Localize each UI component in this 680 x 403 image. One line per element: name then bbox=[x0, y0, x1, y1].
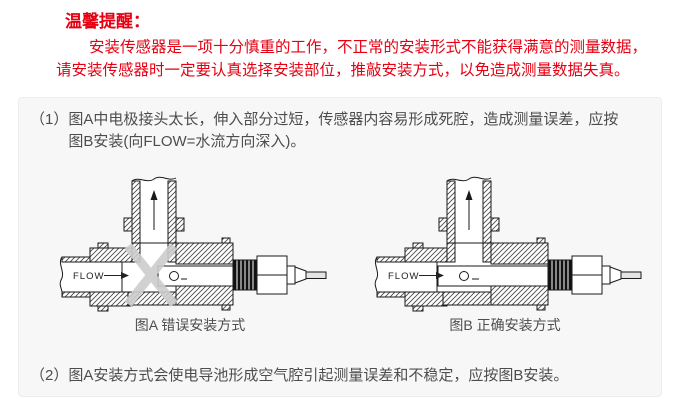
diagram-a-caption: 图A 错误安装方式 bbox=[134, 317, 246, 333]
warning-notice: 温馨提醒： 安装传感器是一项十分慎重的工作，不正常的安装形式不能获得满意的测量数… bbox=[56, 10, 656, 82]
x-mark-icon bbox=[124, 243, 178, 307]
thread-section bbox=[547, 259, 573, 291]
instruction-item-1: （1） 图A中电极接头太长，伸入部分过短，传感器内容易形成死腔，造成测量误差，应… bbox=[30, 109, 618, 152]
electrode-probe bbox=[157, 265, 234, 287]
notice-line1: 安装传感器是一项十分慎重的工作，不正常的安装形式不能获得满意的测量数据， bbox=[89, 39, 648, 56]
item2-number: （2） bbox=[30, 367, 69, 384]
item1-line2: 图B安装(向FLOW=水流方向深入)。 bbox=[68, 132, 306, 150]
electrode-probe bbox=[437, 265, 549, 287]
instruction-item-2: （2） 图A安装方式会使电导池形成空气腔引起测量误差和不稳定，应按图B安装。 bbox=[30, 365, 568, 387]
flow-label: FLOW bbox=[388, 271, 419, 282]
connector-tip bbox=[571, 255, 642, 295]
diagram-b-drawing: FLOW bbox=[374, 176, 642, 312]
flow-label: FLOW bbox=[73, 271, 104, 282]
diagram-a: FLOW 图A 错误安装方式 bbox=[40, 172, 340, 335]
notice-paragraph: 安装传感器是一项十分慎重的工作，不正常的安装形式不能获得满意的测量数据， 请安装… bbox=[56, 37, 656, 82]
diagram-a-drawing: FLOW bbox=[59, 176, 327, 312]
notice-line2: 请安装传感器时一定要认真选择安装部位，推敲安装方式，以免造成测量数据失真。 bbox=[56, 61, 630, 79]
diagram-b: FLOW 图B 正确安装方式 bbox=[355, 172, 655, 335]
diagram-b-caption: 图B 正确安装方式 bbox=[449, 317, 561, 333]
connector-tip bbox=[256, 255, 327, 295]
up-arrow-icon bbox=[465, 190, 473, 230]
flow-arrow-icon bbox=[104, 272, 129, 279]
item1-number: （1） bbox=[30, 111, 69, 128]
item1-line1: 图A中电极接头太长，伸入部分过短，传感器内容易形成死腔，造成测量误差，应按 bbox=[68, 111, 619, 128]
instruction-panel: （1） 图A中电极接头太长，伸入部分过短，传感器内容易形成死腔，造成测量误差，应… bbox=[18, 97, 662, 397]
item1-text: 图A中电极接头太长，伸入部分过短，传感器内容易形成死腔，造成测量误差，应按 图B… bbox=[68, 109, 618, 152]
up-arrow-icon bbox=[150, 190, 158, 230]
thread-section bbox=[232, 259, 258, 291]
notice-title: 温馨提醒： bbox=[65, 12, 150, 31]
flow-arrow-icon bbox=[419, 272, 444, 279]
item2-text: 图A安装方式会使电导池形成空气腔引起测量误差和不稳定，应按图B安装。 bbox=[68, 367, 569, 384]
